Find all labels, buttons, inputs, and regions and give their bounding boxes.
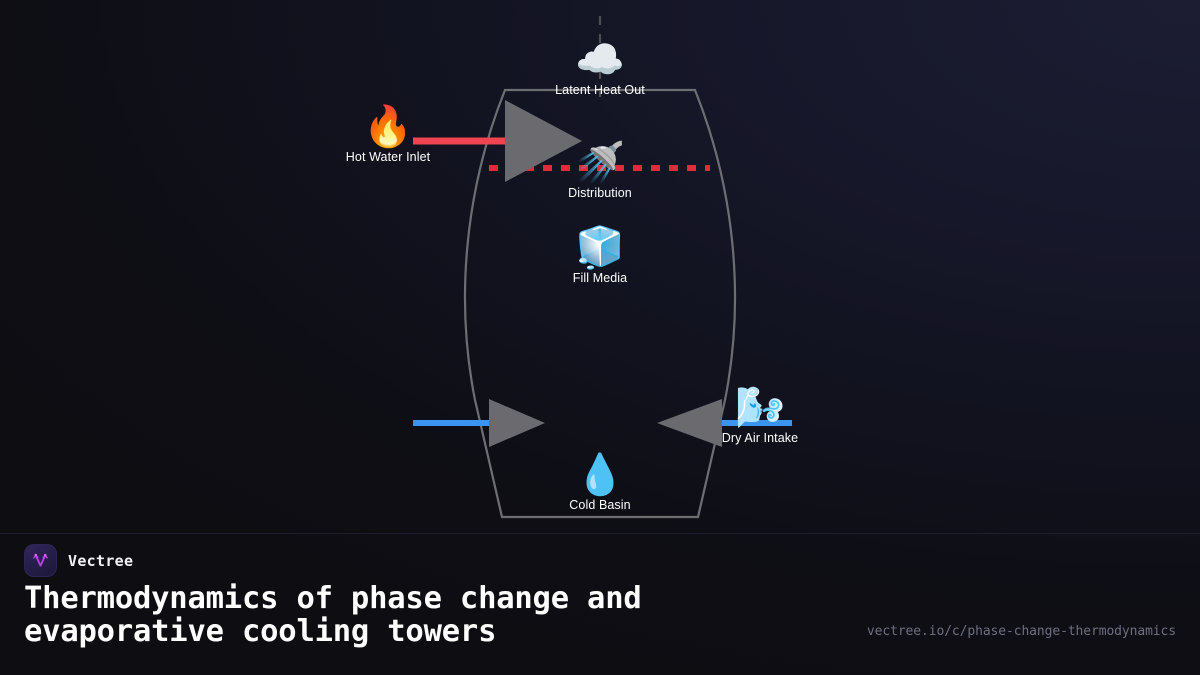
- diagram-canvas: ☁️ Latent Heat Out 🔥 Hot Water Inlet 🚿 D…: [346, 16, 798, 519]
- diagram-vectors: [413, 16, 792, 519]
- brand-name: Vectree: [68, 551, 134, 570]
- air-intake-arrowhead: [657, 399, 722, 447]
- cold-water-arrowhead: [489, 399, 545, 447]
- brand: Vectree: [24, 544, 133, 577]
- page-title: Thermodynamics of phase change and evapo…: [24, 581, 642, 649]
- footer: Vectree Thermodynamics of phase change a…: [0, 534, 1200, 675]
- vectree-v-glyph: [33, 553, 48, 567]
- hot-water-arrowhead: [505, 100, 582, 182]
- footer-divider: [0, 533, 1200, 534]
- cooling-tower-shell-right: [693, 88, 737, 519]
- vectree-logo-icon: [24, 544, 57, 577]
- source-url: vectree.io/c/phase-change-thermodynamics: [866, 624, 1176, 639]
- cooling-tower-shell: [463, 88, 507, 519]
